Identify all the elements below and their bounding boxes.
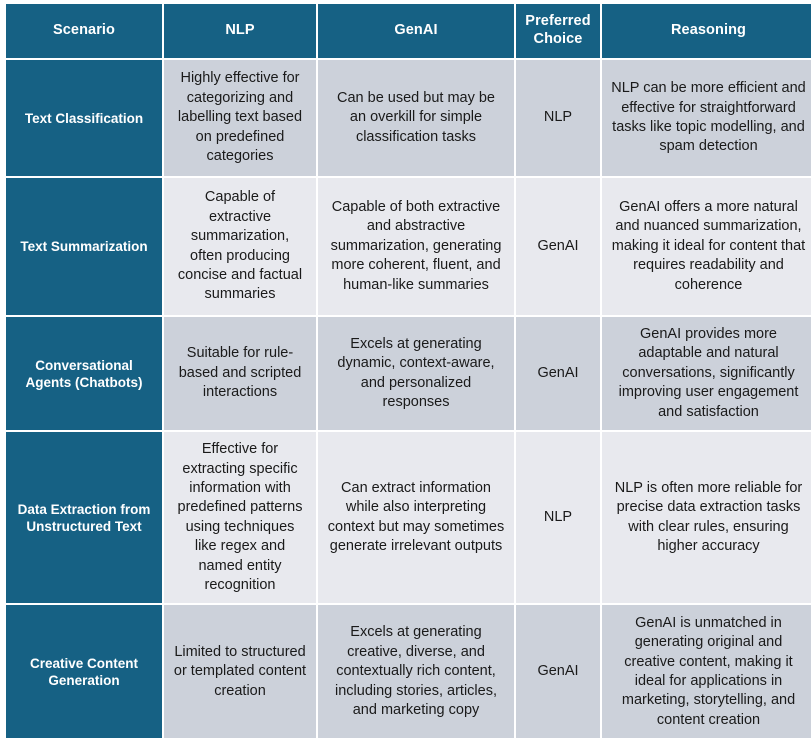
table-row: Creative Content Generation Limited to s… — [6, 605, 811, 739]
cell-nlp: Highly effective for categorizing and la… — [164, 60, 316, 176]
cell-genai: Can extract information while also inter… — [318, 432, 514, 604]
table-row: Conversational Agents (Chatbots) Suitabl… — [6, 317, 811, 431]
cell-reasoning: GenAI provides more adaptable and natura… — [602, 317, 811, 431]
cell-scenario: Text Summarization — [6, 178, 162, 315]
cell-preferred-choice: NLP — [516, 60, 600, 176]
table-row: Data Extraction from Unstructured Text E… — [6, 432, 811, 604]
cell-nlp: Limited to structured or templated conte… — [164, 605, 316, 739]
cell-nlp: Suitable for rule-based and scripted int… — [164, 317, 316, 431]
cell-scenario: Data Extraction from Unstructured Text — [6, 432, 162, 604]
cell-genai: Excels at generating creative, diverse, … — [318, 605, 514, 739]
cell-nlp: Capable of extractive summarization, oft… — [164, 178, 316, 315]
cell-reasoning: GenAI offers a more natural and nuanced … — [602, 178, 811, 315]
cell-preferred-choice: GenAI — [516, 178, 600, 315]
cell-genai: Capable of both extractive and abstracti… — [318, 178, 514, 315]
cell-preferred-choice: GenAI — [516, 605, 600, 739]
table-row: Text Summarization Capable of extractive… — [6, 178, 811, 315]
header-row: Scenario NLP GenAI Preferred Choice Reas… — [6, 4, 811, 58]
table-body: Text Classification Highly effective for… — [6, 60, 811, 739]
cell-genai: Excels at generating dynamic, context-aw… — [318, 317, 514, 431]
cell-scenario: Creative Content Generation — [6, 605, 162, 739]
cell-reasoning: GenAI is unmatched in generating origina… — [602, 605, 811, 739]
cell-preferred-choice: NLP — [516, 432, 600, 604]
table-row: Text Classification Highly effective for… — [6, 60, 811, 176]
table-header: Scenario NLP GenAI Preferred Choice Reas… — [6, 4, 811, 58]
column-header-nlp: NLP — [164, 4, 316, 58]
cell-scenario: Conversational Agents (Chatbots) — [6, 317, 162, 431]
column-header-genai: GenAI — [318, 4, 514, 58]
column-header-preferred-choice: Preferred Choice — [516, 4, 600, 58]
cell-scenario: Text Classification — [6, 60, 162, 176]
nlp-vs-genai-comparison-table: Scenario NLP GenAI Preferred Choice Reas… — [4, 2, 811, 740]
cell-preferred-choice: GenAI — [516, 317, 600, 431]
cell-reasoning: NLP can be more efficient and effective … — [602, 60, 811, 176]
comparison-table-container: Scenario NLP GenAI Preferred Choice Reas… — [6, 4, 811, 739]
column-header-scenario: Scenario — [6, 4, 162, 58]
cell-reasoning: NLP is often more reliable for precise d… — [602, 432, 811, 604]
cell-nlp: Effective for extracting specific inform… — [164, 432, 316, 604]
column-header-reasoning: Reasoning — [602, 4, 811, 58]
cell-genai: Can be used but may be an overkill for s… — [318, 60, 514, 176]
